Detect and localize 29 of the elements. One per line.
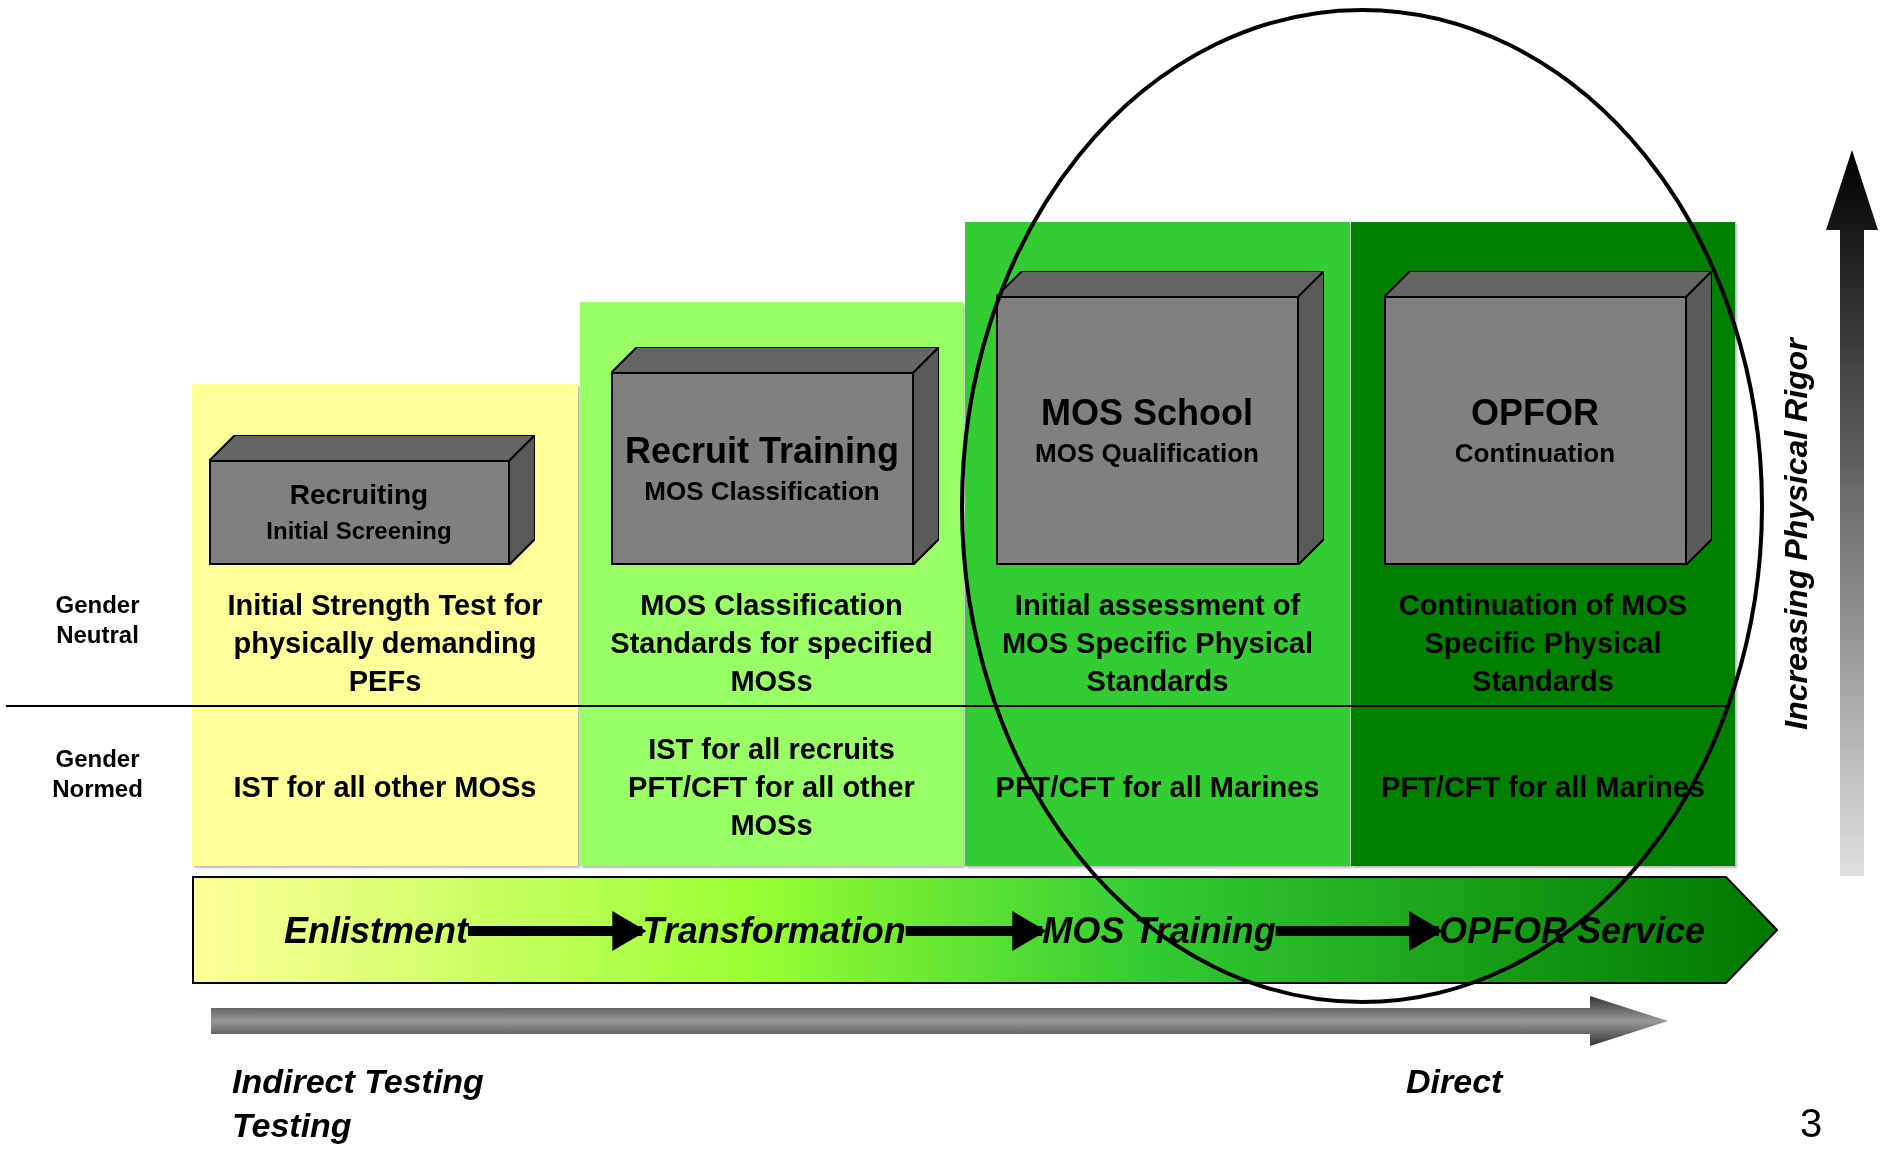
arrow xyxy=(1275,911,1443,951)
box-subtitle: Continuation xyxy=(1453,438,1617,469)
column-panel xyxy=(965,222,1350,866)
row-label: Gender Neutral xyxy=(54,590,141,650)
arrow xyxy=(905,911,1047,951)
axis-label: Direct xyxy=(1406,1066,1503,1096)
page-number: 3 xyxy=(1800,1108,1823,1138)
column-text: IST for all recruits PFT/CFT for all other MOSs xyxy=(627,732,916,843)
phase-label: OPFOR Service xyxy=(1438,910,1706,952)
phase-label: Transformation xyxy=(642,910,906,952)
column-text: Initial assessment of MOS Specific Physical Standards xyxy=(1000,588,1315,699)
box-title: Recruiting xyxy=(288,479,430,511)
box-title: OPFOR xyxy=(1470,392,1600,434)
column-panel xyxy=(192,384,578,866)
box-subtitle: MOS Qualification xyxy=(1034,438,1260,469)
column-text: IST for all other MOSs xyxy=(233,770,537,805)
box-subtitle: MOS Classification xyxy=(643,476,881,507)
box-subtitle: Initial Screening xyxy=(265,517,453,545)
phase-label: Enlistment xyxy=(284,910,468,952)
column-panel xyxy=(580,302,963,866)
column-text: MOS Classification Standards for specified MOSs xyxy=(609,588,934,699)
arrow xyxy=(468,911,647,951)
row-label: Gender Normed xyxy=(51,744,144,804)
column-text: Initial Strength Test for physically demanding PEFs xyxy=(226,588,544,699)
phase-arrow-banner xyxy=(192,876,1778,984)
column-text: Continuation of MOS Specific Physical Standards xyxy=(1397,588,1689,699)
box-title: Recruit Training xyxy=(623,430,900,472)
column-panel xyxy=(1351,222,1735,866)
box-title: MOS School xyxy=(1040,392,1254,434)
